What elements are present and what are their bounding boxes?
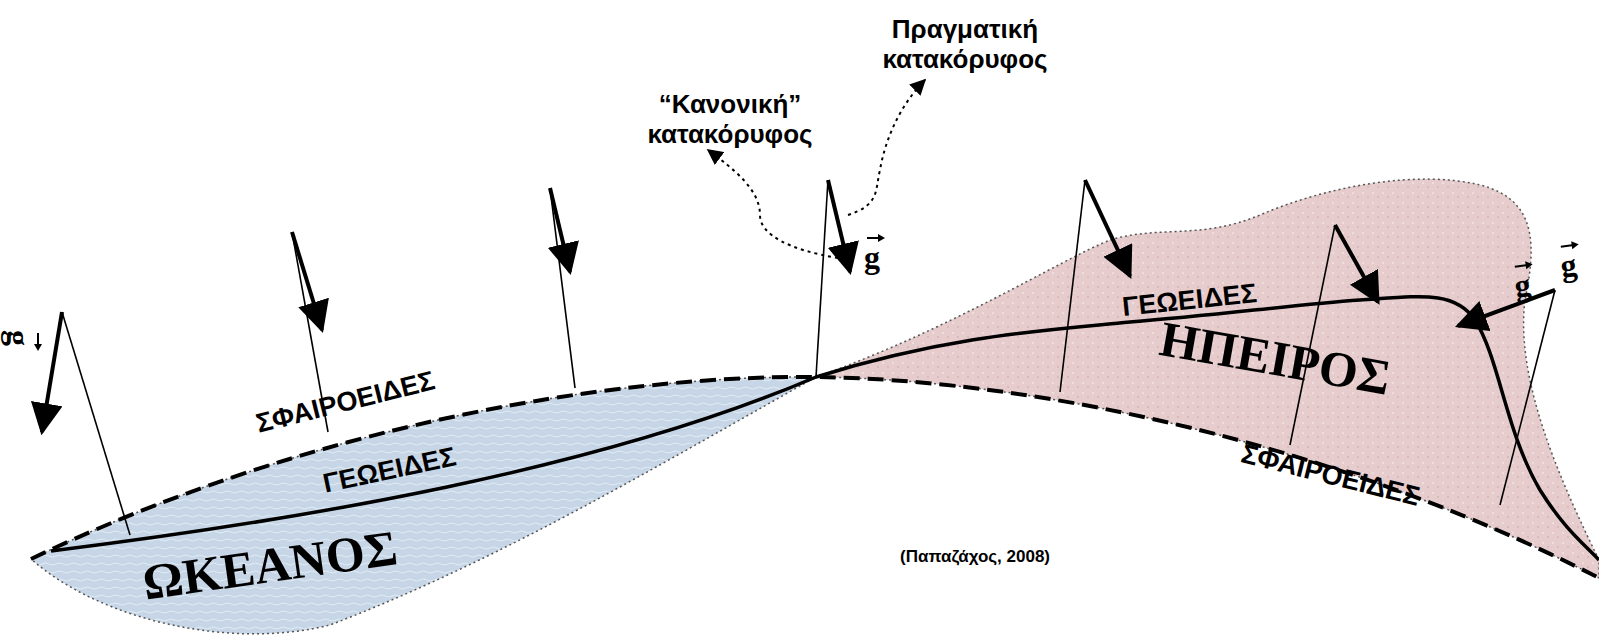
leader-line: [708, 150, 838, 258]
gravity-arrows: [42, 180, 1555, 432]
ocean-region: [31, 377, 816, 634]
geoid-line: [51, 297, 1599, 560]
vector-symbol: g: [3, 330, 41, 346]
callout-text: Πραγματική κατακόρυφος: [870, 15, 1060, 75]
continent-region: [816, 179, 1599, 578]
citation: (Παπαζάχος, 2008): [900, 547, 1050, 567]
leader-line: [848, 80, 925, 215]
vector-symbol: g: [1557, 242, 1578, 282]
vector-symbol: g: [864, 235, 880, 273]
callout-text: “Κανονική” κατακόρυφος: [645, 90, 815, 150]
normal-verticals: [62, 180, 1555, 535]
